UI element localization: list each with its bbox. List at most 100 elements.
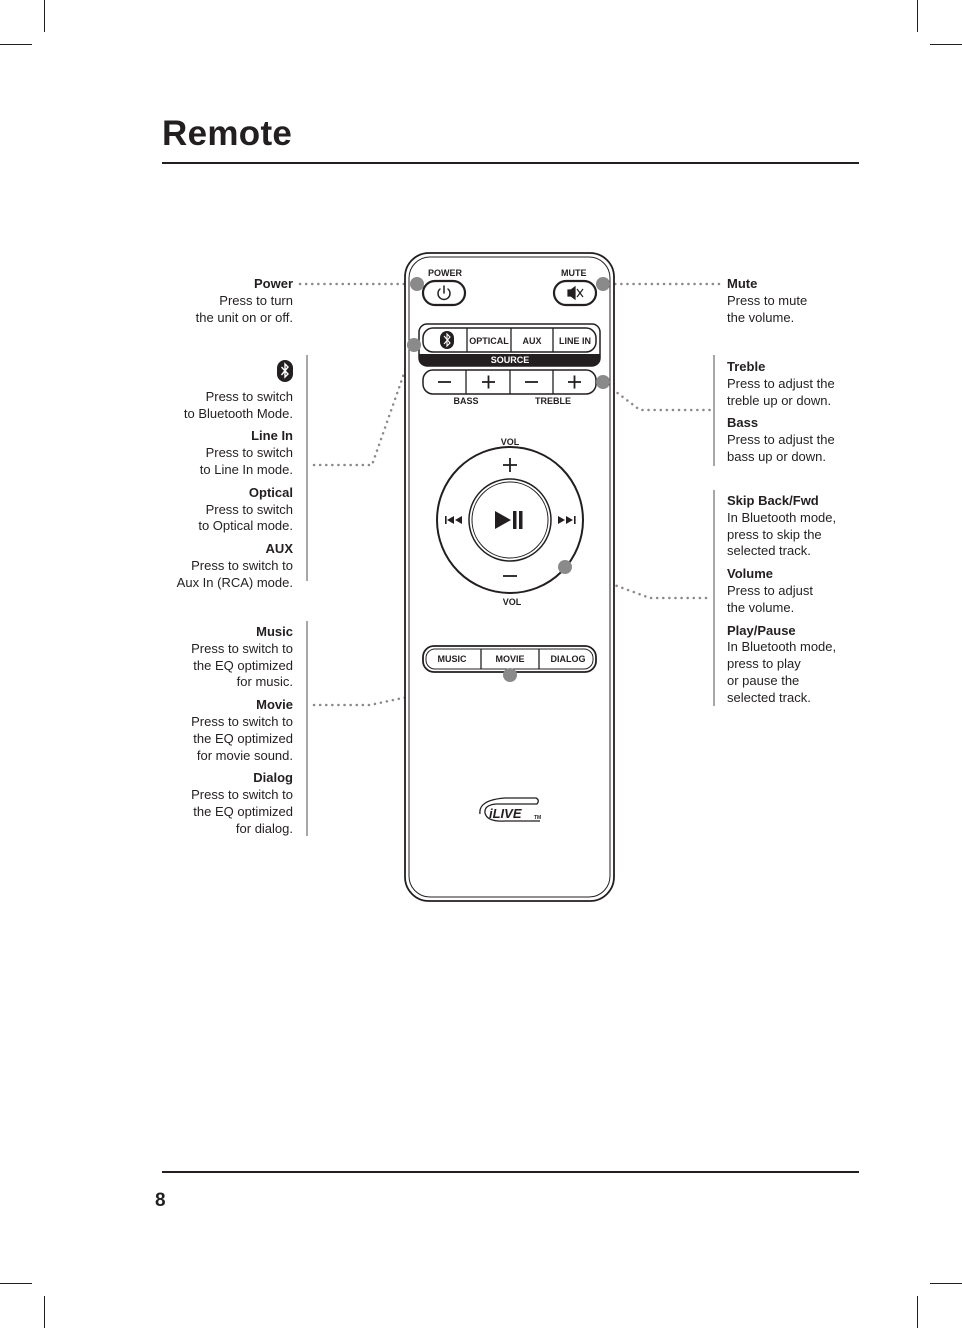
callout-line: press to skip the <box>727 526 822 542</box>
callout-line: the EQ optimized <box>193 730 293 746</box>
callout-tone: Treble Press to adjust the treble up or … <box>727 359 835 466</box>
bluetooth-icon <box>277 360 293 382</box>
callout-line: the volume. <box>727 309 795 325</box>
power-label: POWER <box>428 268 463 278</box>
callout-line: treble up or down. <box>727 392 832 408</box>
leader-tone <box>601 380 712 412</box>
callout-source: Press to switch to Bluetooth Mode. Line … <box>177 360 293 592</box>
callout-transport: Skip Back/Fwd In Bluetooth mode, press t… <box>727 493 836 707</box>
callout-line: to Bluetooth Mode. <box>183 405 293 421</box>
callout-title: AUX <box>265 541 293 557</box>
skip-back-icon <box>445 516 462 524</box>
crop-mark <box>930 1283 962 1284</box>
callout-title: Volume <box>727 566 773 582</box>
callout-line: bass up or down. <box>727 448 827 464</box>
treble-label: TREBLE <box>535 396 571 406</box>
line-in-button[interactable]: LINE IN <box>559 336 591 346</box>
callout-line: selected track. <box>727 543 811 559</box>
vol-top-label: VOL <box>501 437 520 447</box>
callout-line: Press to turn <box>219 292 293 308</box>
music-button[interactable]: MUSIC <box>438 654 468 664</box>
callout-title: Movie <box>256 697 293 713</box>
callout-title: Power <box>253 276 293 291</box>
ilive-logo: iLIVE TM <box>479 797 541 822</box>
skip-forward-icon <box>558 516 576 524</box>
treble-plus-button[interactable] <box>568 375 581 389</box>
callout-line: press to play <box>727 656 801 672</box>
callout-line: In Bluetooth mode, <box>727 509 837 525</box>
bluetooth-callout-icon <box>177 360 293 389</box>
optical-button[interactable]: OPTICAL <box>469 336 509 346</box>
callout-title: Optical <box>248 484 293 500</box>
dialog-button[interactable]: DIALOG <box>551 654 586 664</box>
callout-line: to Optical mode. <box>198 518 293 534</box>
crop-mark <box>0 1283 32 1284</box>
logo-text: iLIVE <box>489 806 522 821</box>
source-pointer-dot <box>407 338 421 352</box>
callout-power: Power Press to turn the unit on or off. <box>196 276 293 326</box>
page-number: 8 <box>155 1190 166 1211</box>
callout-line: to Line In mode. <box>199 461 293 477</box>
transport-pointer-dot <box>558 560 572 574</box>
leader-source <box>312 343 416 467</box>
source-bar <box>419 354 600 366</box>
crop-mark <box>0 44 32 45</box>
eq-pointer-dot <box>503 668 517 682</box>
crop-mark <box>917 1296 918 1328</box>
callout-title: Bass <box>727 415 759 431</box>
callout-title: Skip Back/Fwd <box>727 493 819 508</box>
power-icon <box>437 285 451 301</box>
callout-line: Press to switch to <box>191 713 293 729</box>
play-pause-icon <box>495 511 523 529</box>
movie-button[interactable]: MOVIE <box>495 654 524 664</box>
power-pointer-dot <box>410 277 424 291</box>
callout-title: Mute <box>727 276 758 291</box>
callout-line: Press to switch to <box>191 640 293 656</box>
bass-label: BASS <box>453 396 478 406</box>
bass-plus-button[interactable] <box>482 375 495 389</box>
vol-bottom-label: VOL <box>503 597 522 607</box>
crop-mark <box>917 0 918 32</box>
callout-line: the volume. <box>727 599 795 615</box>
callout-line: Press to switch <box>205 388 293 404</box>
logo-tm: TM <box>534 815 541 821</box>
bluetooth-button[interactable] <box>440 331 454 349</box>
tone-pointer-dot <box>596 375 610 389</box>
callout-line: for movie sound. <box>196 747 293 763</box>
callout-line: the unit on or off. <box>195 309 293 325</box>
callout-title: Play/Pause <box>727 622 796 638</box>
callout-line: Press to switch <box>205 501 293 517</box>
callout-line: the EQ optimized <box>193 803 293 819</box>
callout-title: Dialog <box>253 770 293 786</box>
callout-line: for dialog. <box>235 820 293 836</box>
mute-label: MUTE <box>561 268 587 278</box>
volume-up-button[interactable] <box>503 458 517 472</box>
footer-rule <box>162 1171 859 1173</box>
callout-line: Press to switch to <box>191 557 293 573</box>
callout-line: Press to switch <box>205 445 293 461</box>
callout-title: Line In <box>251 428 293 444</box>
remote-body-inner <box>408 256 611 898</box>
mute-icon <box>567 285 584 301</box>
crop-mark <box>930 44 962 45</box>
callout-eq: Music Press to switch to the EQ optimize… <box>191 624 293 838</box>
crop-mark <box>44 1296 45 1328</box>
callout-line: Aux In (RCA) mode. <box>176 574 293 590</box>
callout-line: or pause the <box>727 672 800 688</box>
callout-line: Press to mute <box>727 292 808 308</box>
crop-mark <box>44 0 45 32</box>
callout-title: Treble <box>727 359 766 374</box>
callout-title: Music <box>256 624 293 639</box>
callout-line: In Bluetooth mode, <box>727 639 837 655</box>
callout-line: Press to adjust <box>727 582 813 598</box>
callout-line: for music. <box>236 674 293 690</box>
page-title: Remote <box>162 114 293 153</box>
callout-line: selected track. <box>727 689 811 705</box>
callout-mute: Mute Press to mute the volume. <box>727 276 807 326</box>
callout-line: Press to adjust the <box>727 432 835 448</box>
title-rule <box>162 162 859 164</box>
callout-line: Press to adjust the <box>727 375 835 391</box>
callout-line: the EQ optimized <box>193 657 293 673</box>
aux-button[interactable]: AUX <box>522 336 541 346</box>
